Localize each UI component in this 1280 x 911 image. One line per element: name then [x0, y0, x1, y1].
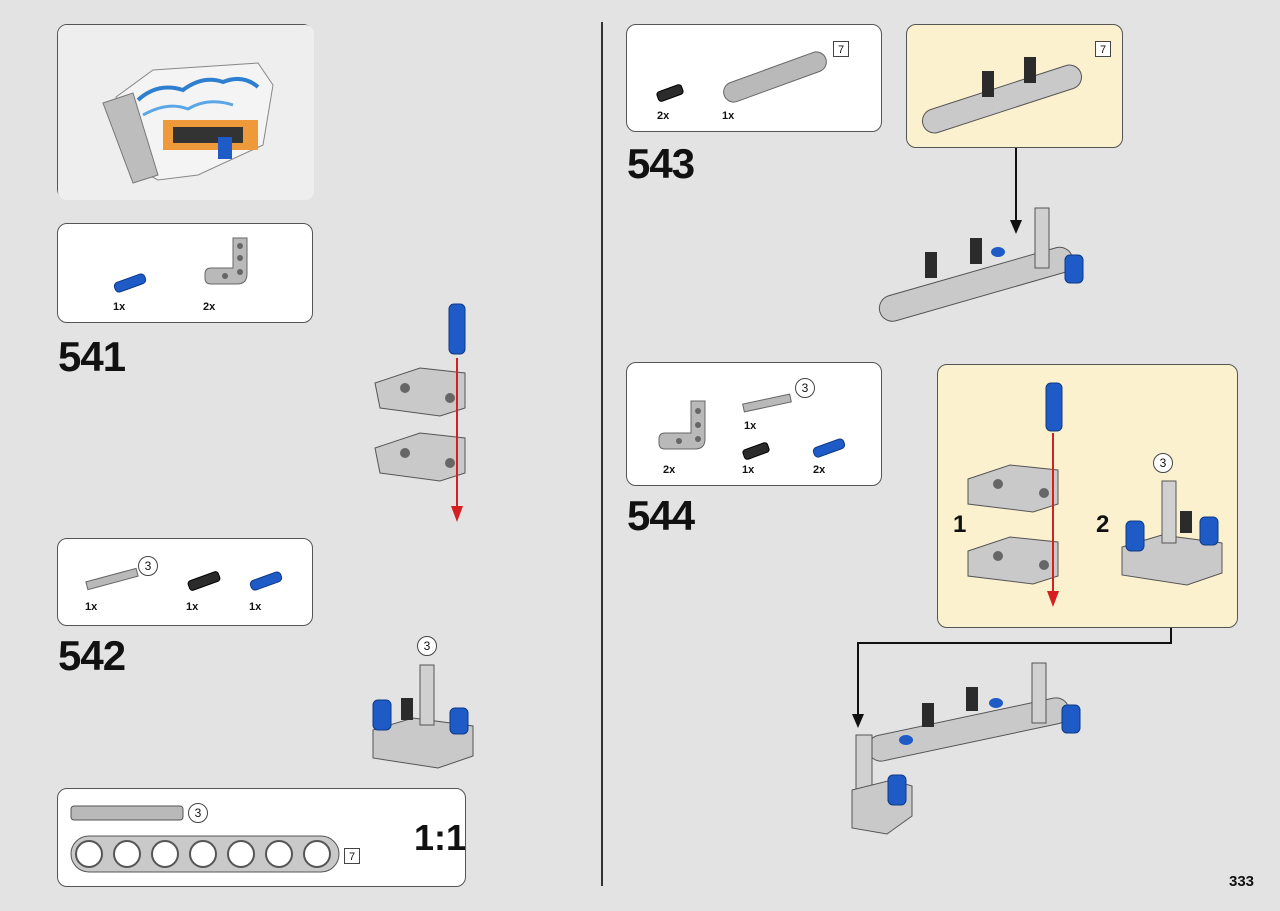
step-number: 542 [58, 632, 126, 679]
blue-pin-icon [812, 438, 846, 458]
step-544-parts-list: 2x 3 1x 1x 2x [626, 362, 882, 486]
callout-arrow [852, 628, 1172, 728]
black-axle-pin-icon [742, 442, 770, 460]
axle-ruler [70, 805, 184, 821]
step-number: 541 [58, 333, 126, 380]
step-number: 543 [627, 140, 695, 187]
length-indicator: 7 [1095, 41, 1111, 57]
part-qty: 1x [85, 601, 98, 613]
part-qty: 2x [813, 464, 826, 476]
part-qty: 1x [249, 601, 262, 613]
scale-label: 1:1 [414, 817, 467, 858]
part-qty: 1x [742, 464, 755, 476]
part-qty: 1x [186, 601, 199, 613]
step-542-parts-list: 3 1x 1x 1x [57, 538, 313, 626]
part-qty: 1x [113, 301, 126, 313]
step-542-assembly [372, 664, 474, 769]
substep-1-assembly [967, 382, 1063, 607]
part-qty: 1x [744, 420, 757, 432]
page-number: 333 [1229, 873, 1255, 890]
step-544-assembly [851, 662, 1081, 835]
axle-icon [85, 567, 139, 591]
part-qty: 2x [657, 110, 670, 122]
length-indicator: 3 [795, 378, 815, 398]
length-indicator: 3 [417, 636, 437, 656]
beam-icon [723, 51, 827, 103]
length-indicator: 7 [833, 41, 849, 57]
substep-number: 2 [1096, 511, 1110, 538]
page-divider [601, 22, 603, 886]
axle-icon [742, 393, 792, 413]
substep-2-assembly [1121, 480, 1223, 586]
step-541-assembly [374, 303, 466, 522]
step-543-callout: 7 [906, 24, 1123, 148]
engine-model-image [58, 25, 314, 200]
model-preview-panel [57, 24, 314, 200]
length-indicator: 3 [188, 803, 208, 823]
callout-arrow [1010, 148, 1022, 234]
substep-number: 1 [953, 511, 967, 538]
scale-ruler-panel: 3 7 1:1 [57, 788, 466, 887]
l-beam-icon [658, 400, 706, 450]
part-qty: 1x [722, 110, 735, 122]
step-543-parts-list: 2x 7 1x [626, 24, 882, 132]
part-qty: 2x [203, 301, 216, 313]
blue-pin-icon [113, 273, 147, 293]
l-beam-icon [204, 237, 248, 285]
length-indicator: 3 [1153, 453, 1173, 473]
blue-pin-icon [249, 571, 283, 591]
length-indicator: 7 [344, 848, 360, 864]
beam-with-pins [921, 57, 1083, 134]
black-axle-pin-icon [656, 84, 684, 102]
step-number: 544 [627, 492, 695, 539]
step-541-parts-list: 1x 2x [57, 223, 313, 323]
part-qty: 2x [663, 464, 676, 476]
step-543-assembly [878, 207, 1084, 322]
beam-ruler [70, 835, 340, 873]
step-544-callout: 1 2 3 [937, 364, 1238, 628]
black-axle-pin-icon [187, 571, 221, 591]
length-indicator: 3 [138, 556, 158, 576]
